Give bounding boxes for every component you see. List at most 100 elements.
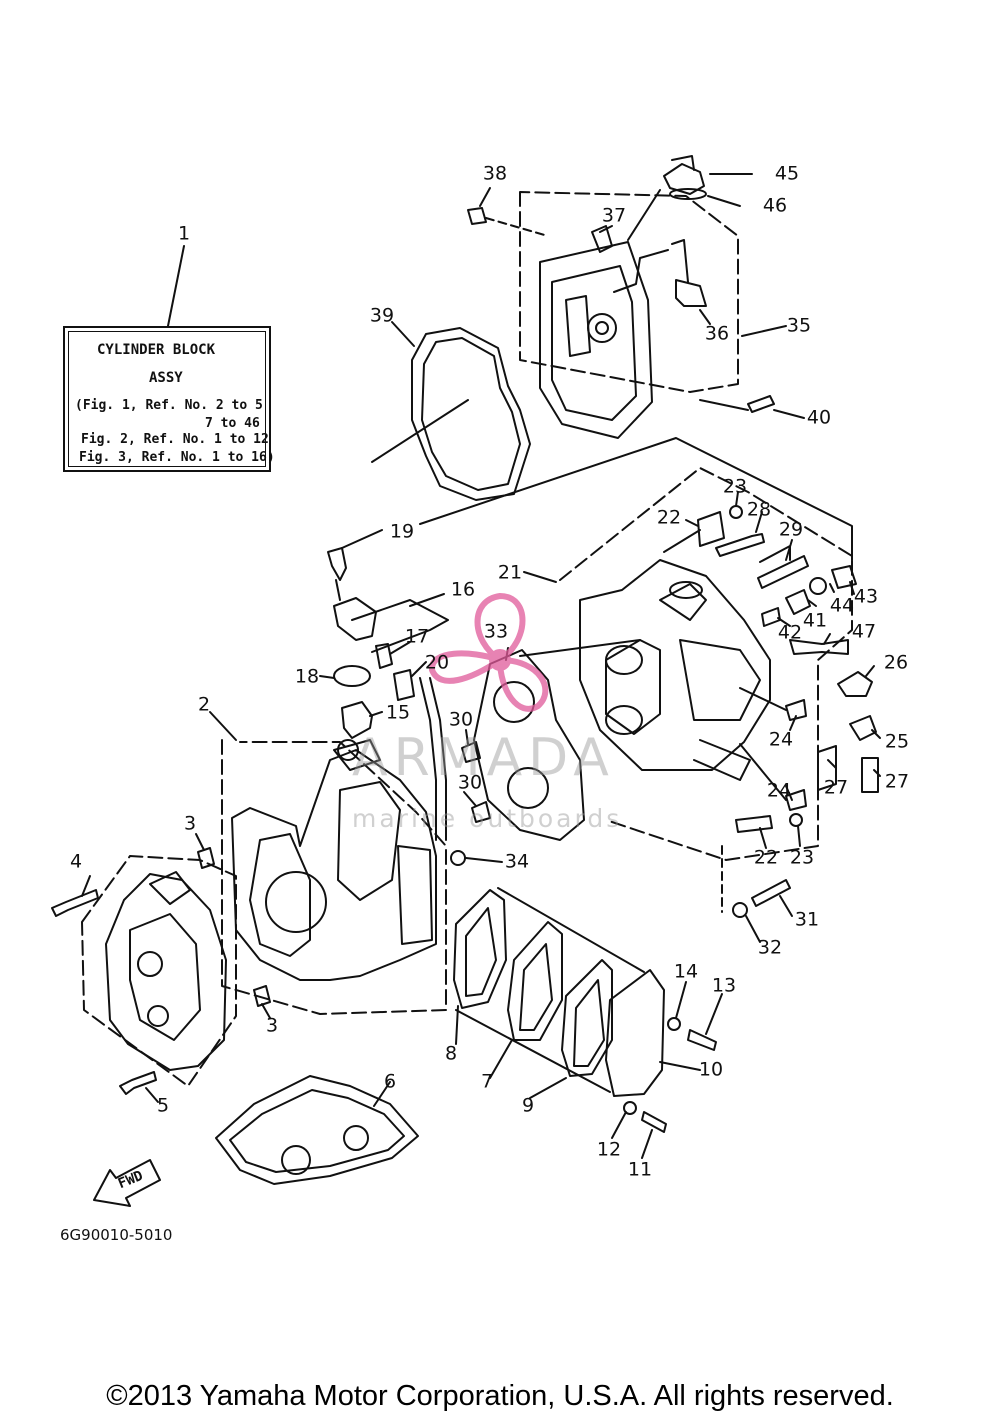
head-dowel-lower <box>735 815 773 833</box>
callout-27: 27 <box>884 770 910 793</box>
callout-47: 47 <box>851 620 877 643</box>
head-gasket <box>473 649 585 841</box>
crankcase-dashed-outline <box>81 855 237 1087</box>
callout-41: 41 <box>802 609 828 632</box>
callout-8: 8 <box>444 1042 458 1065</box>
fitting-43 <box>831 565 857 589</box>
cover-bolt <box>467 207 487 225</box>
assembly-title: CYLINDER BLOCK <box>97 342 216 358</box>
thermostat <box>341 701 373 739</box>
thermostat-cover <box>333 597 377 641</box>
callout-45: 45 <box>774 162 800 185</box>
callout-32: 32 <box>757 936 783 959</box>
head-bolt-long <box>757 555 809 589</box>
plug-41 <box>785 589 811 615</box>
base-gasket <box>215 1075 419 1185</box>
cylinder-block <box>231 749 437 981</box>
copyright-notice: ©2013 Yamaha Motor Corporation, U.S.A. A… <box>106 1380 894 1412</box>
cylinder-head <box>579 559 771 771</box>
callout-34: 34 <box>504 850 530 873</box>
callout-16: 16 <box>450 578 476 601</box>
callout-24: 24 <box>768 728 794 751</box>
callout-35: 35 <box>786 314 812 337</box>
bolt-11 <box>641 1111 667 1133</box>
callout-6: 6 <box>383 1070 397 1093</box>
callout-18: 18 <box>294 665 320 688</box>
callout-40: 40 <box>806 406 832 429</box>
callout-3: 3 <box>265 1014 279 1037</box>
callout-10: 10 <box>698 1058 724 1081</box>
bolt-13 <box>687 1029 717 1051</box>
head-cover-gasket <box>411 327 531 501</box>
callout-22: 22 <box>753 846 779 869</box>
callout-46: 46 <box>762 194 788 217</box>
reference-line: (Fig. 1, Ref. No. 2 to 5 <box>75 398 263 413</box>
crankcase <box>105 873 227 1071</box>
hose-27-lower <box>861 757 879 793</box>
tee-25 <box>849 715 877 741</box>
watermark-logo-text: ARMADA <box>352 728 615 788</box>
washer-44 <box>809 577 827 595</box>
callout-12: 12 <box>596 1138 622 1161</box>
callout-36: 36 <box>704 322 730 345</box>
assembly-info-box: CYLINDER BLOCK ASSY (Fig. 1, Ref. No. 2 … <box>63 326 275 472</box>
reference-line: Fig. 2, Ref. No. 1 to 12 <box>81 432 269 447</box>
callout-17: 17 <box>404 625 430 648</box>
cylinder-head-cover <box>539 241 653 439</box>
exhaust-gasket-9 <box>561 959 613 1077</box>
bolt-31 <box>751 879 791 907</box>
callout-39: 39 <box>369 304 395 327</box>
assembly-subtitle: ASSY <box>149 370 183 386</box>
callout-26: 26 <box>883 651 909 674</box>
callout-5: 5 <box>156 1094 170 1117</box>
callout-7: 7 <box>480 1070 494 1093</box>
callout-38: 38 <box>482 162 508 185</box>
head-bolt-short <box>715 533 765 557</box>
reference-line: Fig. 3, Ref. No. 1 to 16) <box>79 450 275 465</box>
o-ring-34 <box>450 850 466 866</box>
dowel-30-upper <box>461 741 481 763</box>
nipple-24-lower <box>785 789 807 811</box>
callout-33: 33 <box>483 620 509 643</box>
callout-30: 30 <box>448 708 474 731</box>
elbow-26 <box>837 671 873 697</box>
callout-13: 13 <box>711 974 737 997</box>
cap-o-ring <box>669 188 707 200</box>
watermark-propeller-logo <box>429 592 549 712</box>
thermostat-gasket <box>333 665 371 687</box>
nipple-17 <box>375 643 393 669</box>
head-dowel <box>697 511 725 547</box>
nipple-24-upper <box>785 699 807 721</box>
document-code: 6G90010-5010 <box>60 1226 173 1244</box>
callout-37: 37 <box>601 204 627 227</box>
dowel-30-lower <box>471 801 491 823</box>
circlip-lower <box>789 813 803 827</box>
callout-4: 4 <box>69 850 83 873</box>
breather-nipple <box>675 279 707 307</box>
callout-24: 24 <box>766 779 792 802</box>
callout-21: 21 <box>497 561 523 584</box>
bolt-4 <box>51 889 99 917</box>
callout-14: 14 <box>673 960 699 983</box>
hose-20 <box>393 669 415 701</box>
washer-12 <box>623 1101 637 1115</box>
callout-25: 25 <box>884 730 910 753</box>
callout-43: 43 <box>853 585 879 608</box>
hose-27-upper <box>817 745 837 791</box>
callout-3: 3 <box>183 812 197 835</box>
callout-23: 23 <box>722 475 748 498</box>
callout-28: 28 <box>746 498 772 521</box>
dowel-3-upper <box>197 847 215 869</box>
callout-1: 1 <box>177 222 191 245</box>
fitting-47 <box>789 639 849 655</box>
callout-27: 27 <box>823 776 849 799</box>
exhaust-inner-cover-7 <box>507 921 563 1041</box>
callout-9: 9 <box>521 1094 535 1117</box>
dowel-3-lower <box>253 985 271 1007</box>
callout-29: 29 <box>778 518 804 541</box>
callout-15: 15 <box>385 701 411 724</box>
callout-22: 22 <box>656 506 682 529</box>
watermark-subtitle: marine outboards <box>352 804 623 833</box>
callout-44: 44 <box>829 594 855 617</box>
bolt-5 <box>119 1071 157 1095</box>
